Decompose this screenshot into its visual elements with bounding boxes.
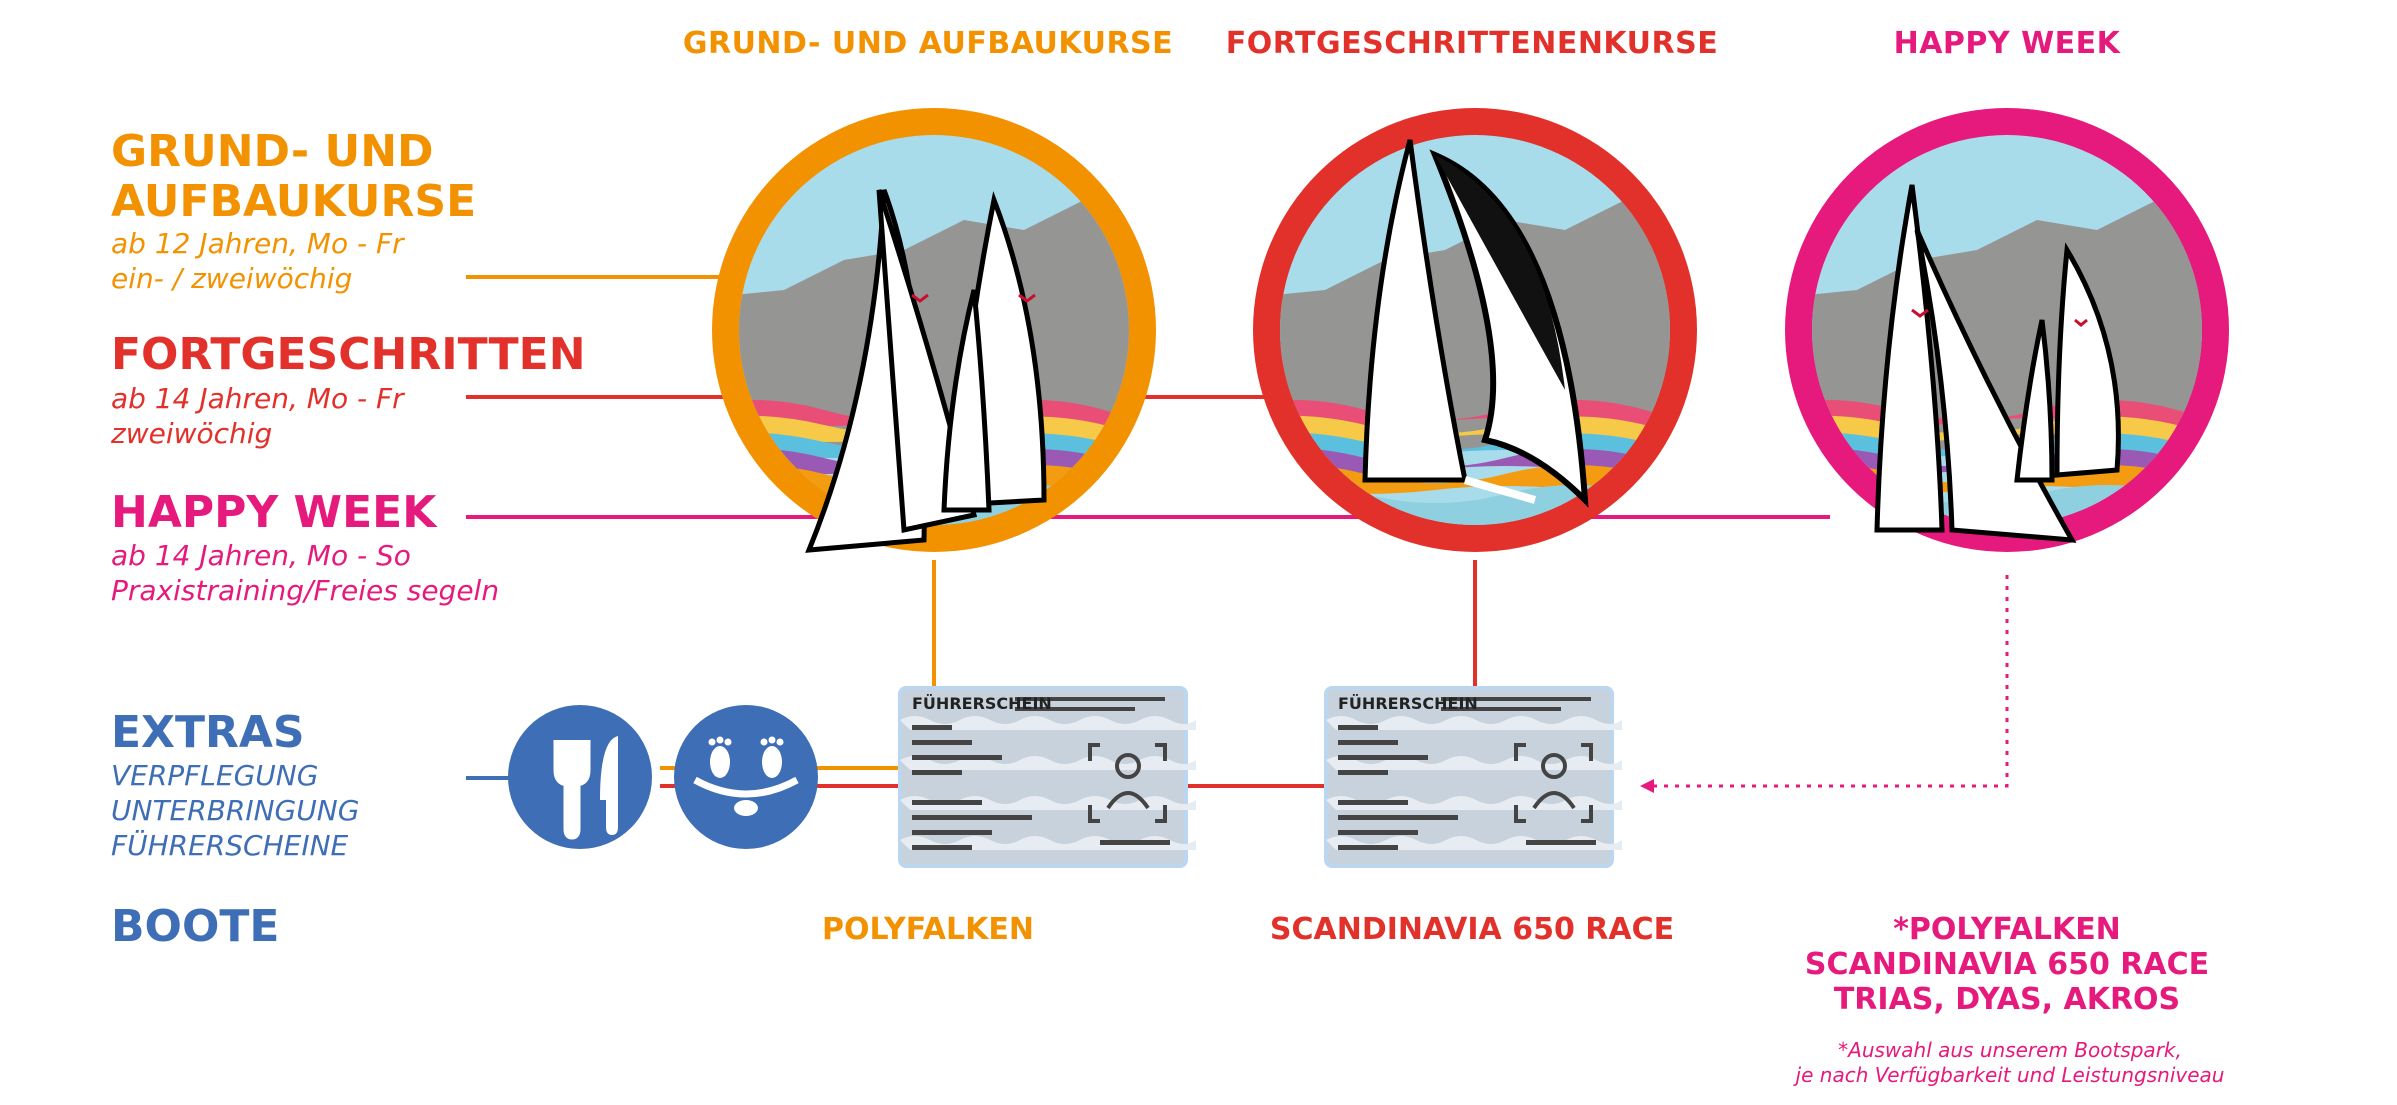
row-title-fortgeschritten: FORTGESCHRITTEN <box>111 329 586 380</box>
row-desc-fortgeschritten: ab 14 Jahren, Mo - Fr <box>111 382 404 415</box>
boat-label-happy-week: SCANDINAVIA 650 RACE <box>1804 947 2210 982</box>
connector-lines <box>466 275 2009 793</box>
extras-item: FÜHRERSCHEINE <box>111 829 349 862</box>
license-card-2 <box>1324 686 1622 868</box>
row-desc-fortgeschritten-line2: zweiwöchig <box>111 417 273 450</box>
boats-title: BOOTE <box>111 901 280 952</box>
license-card-header: FÜHRERSCHEIN <box>1338 694 1478 713</box>
boats-footnote-line2: je nach Verfügbarkeit und Leistungsnivea… <box>1795 1063 2225 1087</box>
license-card-1 <box>898 686 1196 868</box>
row-title-grundkurse: GRUND- UND <box>111 126 434 177</box>
boat-label-happy-week: TRIAS, DYAS, AKROS <box>1833 982 2181 1017</box>
bed-feet-icon <box>674 705 818 849</box>
course-circle-fortgeschritten <box>1253 108 1697 552</box>
cutlery-icon <box>508 705 652 849</box>
extras-item: UNTERBRINGUNG <box>111 794 360 827</box>
column-header-fortgeschritten: FORTGESCHRITTENENKURSE <box>1225 26 1719 61</box>
boats-footnote: *Auswahl aus unserem Bootspark, <box>1838 1038 2182 1062</box>
row-desc-happy-week: ab 14 Jahren, Mo - So <box>111 539 411 572</box>
sailboat-icon <box>805 189 1047 553</box>
boat-label-happy-week: *POLYFALKEN <box>1893 912 2121 947</box>
column-header-grundkurse: GRUND- UND AUFBAUKURSE <box>682 26 1174 61</box>
row-desc-grundkurse-line2: ein- / zweiwöchig <box>111 262 353 295</box>
sailboat-icon <box>1874 184 2121 543</box>
sailboat-spinnaker-icon <box>1362 139 1589 508</box>
row-title-grundkurse-line2: AUFBAUKURSE <box>111 176 477 227</box>
extras-title: EXTRAS <box>111 707 305 758</box>
boat-label-scandinavia: SCANDINAVIA 650 RACE <box>1269 912 1675 947</box>
license-card-header: FÜHRERSCHEIN <box>912 694 1052 713</box>
course-circle-grundkurse <box>712 108 1156 553</box>
row-desc-grundkurse: ab 12 Jahren, Mo - Fr <box>111 227 404 260</box>
column-header-happy-week: HAPPY WEEK <box>1893 26 2121 61</box>
row-title-happy-week: HAPPY WEEK <box>111 487 437 538</box>
boat-label-polyfalken: POLYFALKEN <box>822 912 1034 947</box>
extras-item: VERPFLEGUNG <box>111 759 319 792</box>
row-desc-happy-week-line2: Praxistraining/Freies segeln <box>111 574 500 607</box>
course-circle-happy-week <box>1785 108 2229 552</box>
